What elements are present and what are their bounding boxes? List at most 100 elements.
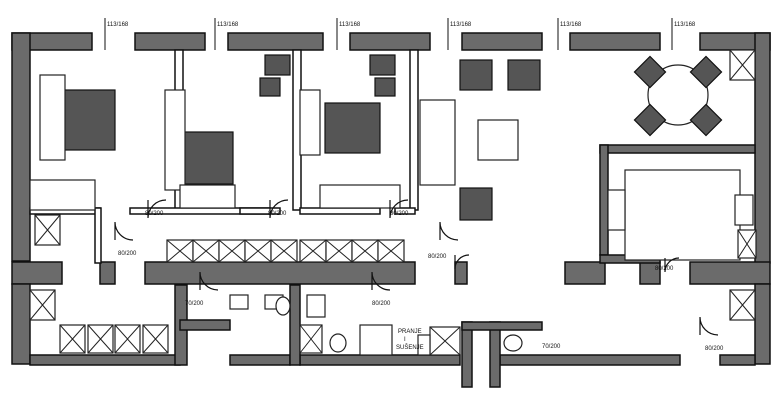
window-dimension-label: 113/168 xyxy=(560,22,582,28)
door-dimension-label: 80/200 xyxy=(390,211,409,217)
washbasin xyxy=(229,294,249,310)
partition-wall xyxy=(94,207,102,264)
bed xyxy=(56,89,116,151)
door-dimension-label: 80/200 xyxy=(145,211,164,217)
chair xyxy=(689,55,723,89)
laundry-label-line1: PRANJE xyxy=(398,329,422,335)
furniture-piece xyxy=(319,184,401,209)
wall-segment xyxy=(179,319,231,331)
shower xyxy=(359,324,393,356)
wardrobe-cross xyxy=(299,324,323,354)
furniture-piece xyxy=(419,99,456,186)
washing-machine xyxy=(417,334,431,356)
wall-segment xyxy=(227,32,324,51)
stove xyxy=(734,194,754,226)
wall-segment xyxy=(99,261,116,285)
doors xyxy=(114,199,719,336)
wall-segment xyxy=(754,283,771,365)
door-dimension-label: 80/200 xyxy=(655,266,674,272)
bed xyxy=(324,102,381,154)
door-swing xyxy=(389,199,409,219)
door-swing xyxy=(439,221,459,241)
wall-segment xyxy=(461,321,543,331)
armchair xyxy=(259,77,281,97)
wall-segment xyxy=(454,261,468,285)
chair xyxy=(633,55,667,89)
wardrobe-cross xyxy=(325,239,353,263)
wall-segment xyxy=(719,354,756,366)
dining-table xyxy=(647,64,709,126)
partition-wall xyxy=(239,207,281,215)
wardrobe-cross xyxy=(270,239,298,263)
kitchen-sink xyxy=(607,189,626,231)
armchair xyxy=(507,59,541,91)
window-dimension-label: 113/168 xyxy=(450,22,472,28)
wall-segment xyxy=(289,284,301,366)
door-swing xyxy=(371,271,391,291)
toilet xyxy=(503,334,523,352)
laundry-label-line2: I xyxy=(404,337,406,343)
wall-segment xyxy=(11,32,31,262)
wall-segment xyxy=(599,144,756,154)
door-swing xyxy=(199,271,219,291)
wall-segment xyxy=(599,144,609,256)
armchair xyxy=(374,77,396,97)
walls xyxy=(11,32,771,388)
door-swing xyxy=(699,316,719,336)
furniture-piece xyxy=(624,169,741,261)
wardrobe-cross xyxy=(244,239,272,263)
furniture-piece xyxy=(39,74,66,161)
wall-segment xyxy=(689,261,771,285)
wall-segment xyxy=(229,354,291,366)
wardrobe-cross xyxy=(34,214,61,246)
door-swing xyxy=(269,199,289,219)
bed xyxy=(177,131,234,185)
partition-wall xyxy=(299,207,381,215)
wall-segment xyxy=(461,321,473,388)
wall-segment xyxy=(754,32,771,264)
window-dimension-label: 113/168 xyxy=(107,22,129,28)
wardrobe-cross xyxy=(87,324,114,354)
wall-segment xyxy=(564,261,606,285)
furniture-piece xyxy=(477,119,519,161)
wardrobe-cross xyxy=(166,239,194,263)
partition-wall xyxy=(409,49,419,211)
wardrobe-cross xyxy=(737,229,757,259)
toilet xyxy=(329,333,347,353)
wall-segment xyxy=(134,32,206,51)
wardrobe-cross xyxy=(429,326,461,356)
window-dimension-label: 113/168 xyxy=(339,22,361,28)
armchair xyxy=(369,54,396,76)
wardrobe-cross xyxy=(377,239,405,263)
furniture-piece xyxy=(164,89,186,191)
door-swing xyxy=(454,254,470,270)
wall-segment xyxy=(11,283,31,365)
door-dimension-label: 80/200 xyxy=(428,254,447,260)
wardrobe-cross xyxy=(192,239,220,263)
wall-segment xyxy=(29,354,181,366)
toilet xyxy=(275,296,291,316)
window-dimension-label: 113/168 xyxy=(217,22,239,28)
partition-wall xyxy=(394,207,416,215)
wall-segment xyxy=(461,32,543,51)
wardrobe-cross xyxy=(142,324,169,354)
wardrobe-cross xyxy=(59,324,86,354)
wall-segment xyxy=(11,261,63,285)
wardrobe-cross xyxy=(218,239,246,263)
door-swing xyxy=(114,221,134,241)
armchair xyxy=(459,187,493,221)
wardrobe-cross xyxy=(351,239,379,263)
laundry-label: PRANJE I SUŠENJE xyxy=(396,329,424,351)
washbasin xyxy=(306,294,326,318)
door-dimension-label: 70/200 xyxy=(542,344,561,350)
wardrobe-cross xyxy=(299,239,327,263)
armchair xyxy=(459,59,493,91)
wall-segment xyxy=(299,354,461,366)
door-swing xyxy=(147,199,167,219)
furniture xyxy=(29,49,757,356)
wardrobe-cross xyxy=(114,324,141,354)
chair xyxy=(689,103,723,137)
door-dimension-label: 80/200 xyxy=(118,251,137,257)
